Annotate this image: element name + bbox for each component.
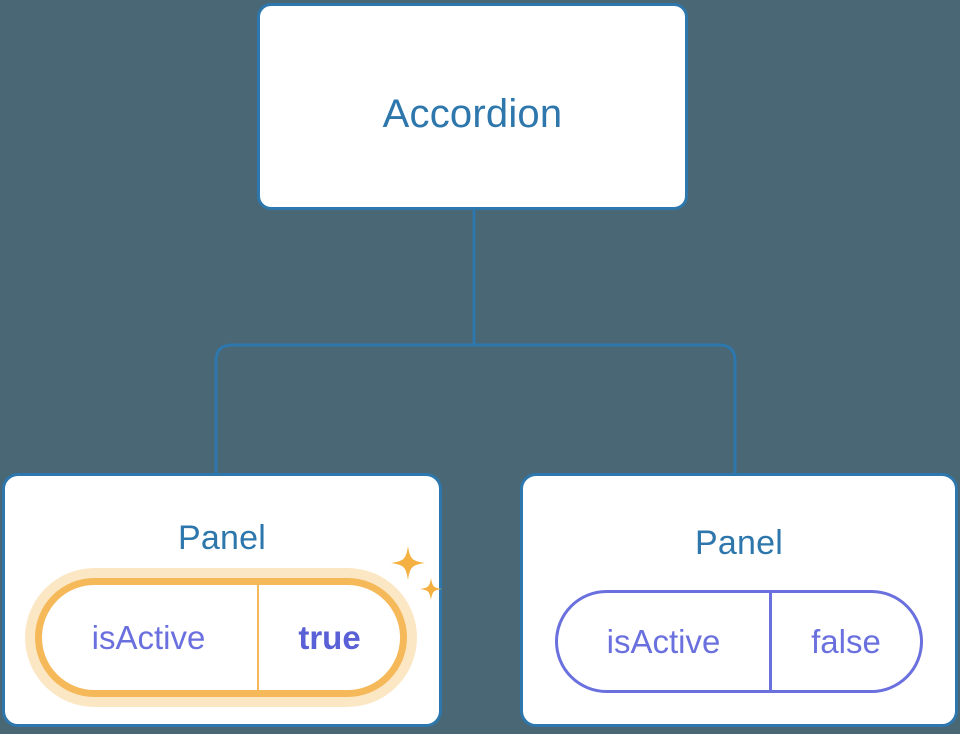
prop-value: false (811, 622, 881, 660)
prop-key: isActive (558, 593, 772, 690)
connector-branch-right (474, 343, 737, 476)
node-panel-right-title: Panel (695, 524, 783, 562)
node-accordion-title: Accordion (382, 92, 563, 136)
prop-key: isActive (42, 585, 259, 690)
prop-pill-isactive-true[interactable]: isActive true (35, 578, 407, 697)
prop-value: true (298, 618, 361, 656)
node-accordion[interactable]: Accordion (257, 3, 688, 210)
prop-pill-isactive-false[interactable]: isActive false (555, 590, 923, 693)
node-panel-left-title: Panel (178, 519, 266, 557)
connector-branch-left (214, 343, 474, 476)
